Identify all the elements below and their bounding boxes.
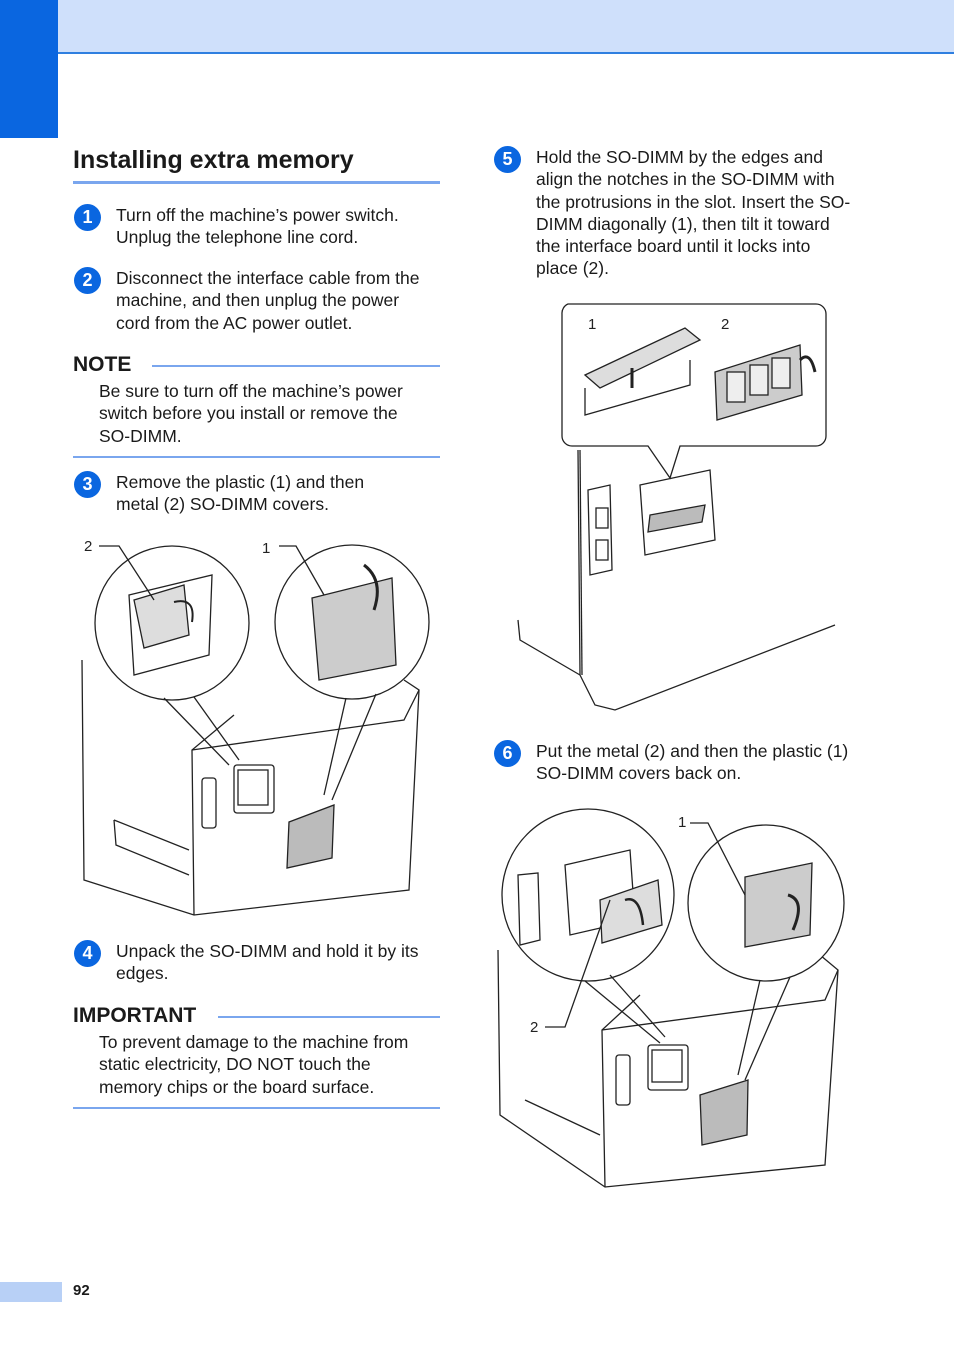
footer-tab	[0, 1282, 62, 1302]
figure-label: 1	[262, 540, 270, 557]
step-number-badge: 5	[494, 146, 521, 173]
important-rule-top	[218, 1016, 440, 1018]
step-text: Unpack the SO-DIMM and hold it by its ed…	[116, 941, 419, 984]
figure-label: 2	[84, 538, 92, 555]
step-2: 2 Disconnect the interface cable from th…	[74, 267, 444, 337]
step-number-badge: 3	[74, 471, 101, 498]
step-number-badge: 4	[74, 940, 101, 967]
figure-label: 2	[530, 1019, 538, 1036]
important-rule-bottom	[73, 1107, 440, 1109]
step-5: 5 Hold the SO-DIMM by the edges and alig…	[494, 146, 874, 286]
note-heading: NOTE	[73, 353, 132, 376]
header-band	[0, 0, 954, 54]
note-rule-top	[152, 365, 440, 367]
important-heading: IMPORTANT	[73, 1004, 197, 1027]
page-number: 92	[73, 1282, 90, 1299]
step-4: 4 Unpack the SO-DIMM and hold it by its …	[74, 940, 444, 990]
title-underline	[73, 181, 440, 184]
step-text: Hold the SO-DIMM by the edges and align …	[536, 147, 851, 279]
figure-replace-covers: 1 2	[497, 808, 845, 1188]
step-text: Turn off the machine’s power switch. Unp…	[116, 205, 399, 248]
note-rule-bottom	[73, 456, 440, 458]
figure-insert-sodimm: 1 2	[517, 303, 836, 711]
step-number-badge: 2	[74, 267, 101, 294]
figure-label: 1	[588, 316, 596, 333]
step-number-badge: 1	[74, 204, 101, 231]
chapter-tab	[0, 0, 58, 138]
important-body: To prevent damage to the machine from st…	[99, 1032, 409, 1097]
step-text: Put the metal (2) and then the plastic (…	[536, 741, 849, 784]
section-title: Installing extra memory	[73, 146, 354, 174]
step-1: 1 Turn off the machine’s power switch. U…	[74, 204, 444, 254]
step-text: Disconnect the interface cable from the …	[116, 268, 420, 333]
figure-remove-covers: 2 1	[81, 538, 430, 916]
step-text: Remove the plastic (1) and then metal (2…	[116, 472, 365, 515]
note-body: Be sure to turn off the machine’s power …	[99, 381, 403, 446]
figure-label: 1	[678, 814, 686, 831]
step-6: 6 Put the metal (2) and then the plastic…	[494, 740, 874, 790]
figure-label: 2	[721, 316, 729, 333]
step-3: 3 Remove the plastic (1) and then metal …	[74, 471, 444, 521]
step-number-badge: 6	[494, 740, 521, 767]
